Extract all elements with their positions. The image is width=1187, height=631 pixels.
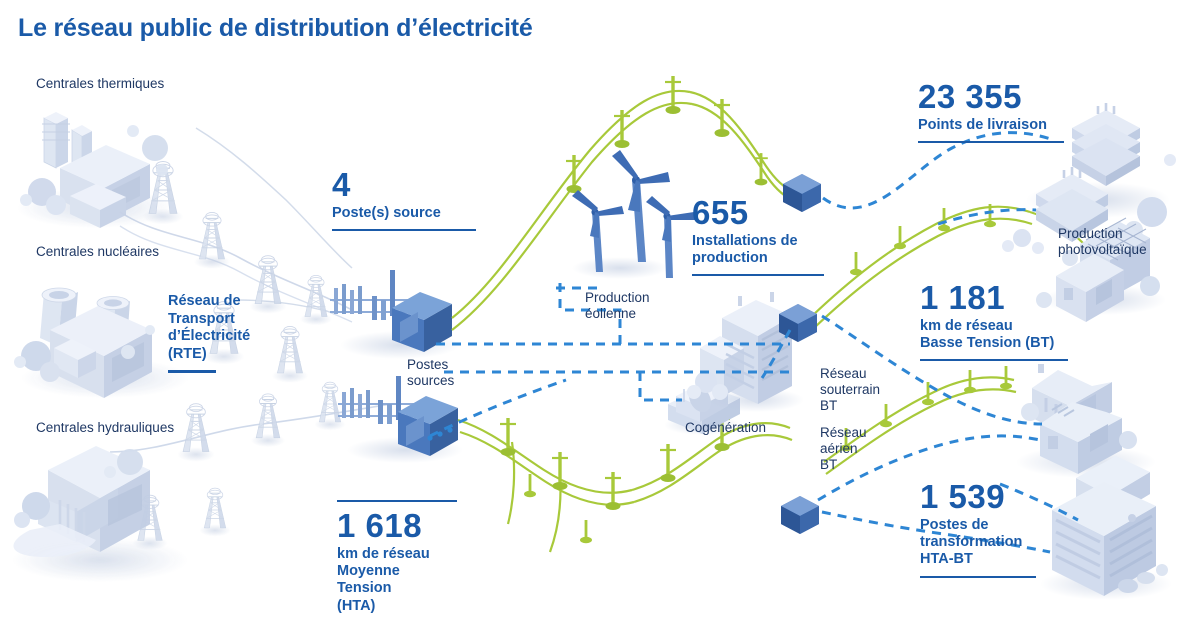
caption-production-eolienne: Production éolienne xyxy=(585,290,650,321)
caption-reseau-aerien-bt: Réseau aérien BT xyxy=(820,425,867,472)
stat-poste-source: 4 Poste(s) source xyxy=(332,166,476,232)
stat-label: km de réseau Moyenne Tension (HTA) xyxy=(337,545,430,614)
stat-label: Installations de production xyxy=(692,232,798,267)
stat-label: Postes de transformation HTA-BT xyxy=(920,516,1023,568)
stat-points-livraison: 23 355 Points de livraison xyxy=(918,78,1064,144)
stat-reseau-hta: 1 618 km de réseau Moyenne Tension (HTA) xyxy=(337,500,457,615)
rte-label-text: Réseau de Transport d’Électricité (RTE) xyxy=(168,293,251,362)
stat-number: 23 355 xyxy=(918,78,1022,115)
caption-centrales-thermiques: Centrales thermiques xyxy=(36,76,165,91)
stat-label: km de réseau Basse Tension (BT) xyxy=(920,317,1055,352)
stat-overline xyxy=(337,500,457,502)
stat-reseau-bt: 1 181 km de réseau Basse Tension (BT) xyxy=(920,279,1068,362)
stat-underline xyxy=(918,141,1064,144)
stat-underline xyxy=(920,359,1068,362)
stat-postes-transformation: 1 539 Postes de transformation HTA-BT xyxy=(920,480,1036,578)
stat-underline xyxy=(332,229,476,232)
caption-cogeneration: Cogénération xyxy=(685,420,767,435)
stat-installations-production: 655 Installations de production xyxy=(692,194,824,277)
stat-number: 655 xyxy=(692,194,749,231)
caption-reseau-souterrain-bt: Réseau souterrain BT xyxy=(820,366,881,413)
stat-label: Poste(s) source xyxy=(332,204,441,221)
caption-postes-sources: Postes sources xyxy=(407,357,455,388)
stat-underline xyxy=(920,575,1036,578)
rte-underline xyxy=(168,369,216,373)
page-title: Le réseau public de distribution d’élect… xyxy=(18,14,533,42)
stat-number: 1 618 xyxy=(337,507,423,544)
stat-underline xyxy=(692,274,824,277)
rte-label-block: Réseau de Transport d’Électricité (RTE) xyxy=(168,276,250,390)
stat-number: 4 xyxy=(332,166,351,203)
caption-centrales-nucleaires: Centrales nucléaires xyxy=(36,244,160,259)
stat-number: 1 181 xyxy=(920,279,1006,316)
caption-production-photovoltaique: Production photovoltaïque xyxy=(1058,226,1147,257)
stat-label: Points de livraison xyxy=(918,116,1047,133)
stat-number: 1 539 xyxy=(920,478,1006,515)
caption-centrales-hydrauliques: Centrales hydrauliques xyxy=(36,420,175,435)
